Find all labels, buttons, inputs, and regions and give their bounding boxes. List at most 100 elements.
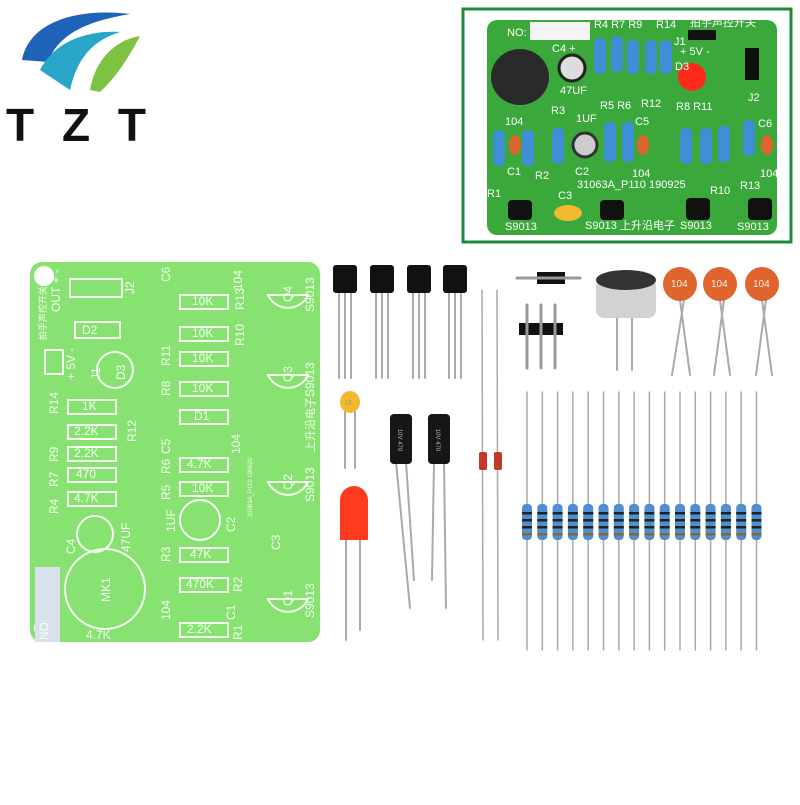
- pcb-q2-type: S9013: [303, 467, 317, 502]
- pcb-out-label: OUT + -: [49, 269, 63, 312]
- pin-headers: [515, 272, 582, 370]
- inset-r10: R10: [710, 185, 730, 197]
- pcb-c2-value: 1UF: [164, 509, 178, 532]
- resistor-band: [583, 512, 594, 515]
- resistor-band: [598, 526, 609, 529]
- pcb-r5-value: 10K: [192, 481, 213, 495]
- inset-r14: R14: [656, 19, 676, 31]
- pcb-c6-value: 104: [231, 270, 245, 290]
- resistor-band: [751, 526, 762, 529]
- pcb-d1-label: D1: [194, 409, 210, 423]
- logo-leaf-green: [90, 36, 140, 92]
- pcb-r6-value: 4.7K: [187, 457, 212, 471]
- inset-c1-value: 104: [505, 116, 523, 128]
- inset-q2-type: S9013: [585, 220, 617, 232]
- resistor-band: [567, 533, 578, 536]
- pcb-r13-ref: R13: [233, 288, 247, 310]
- resistor-band: [720, 512, 731, 515]
- resistor-band: [644, 512, 655, 515]
- inset-c2: C2: [575, 166, 589, 178]
- resistor-band: [675, 526, 685, 529]
- pcb-q1-ref: Q1: [281, 590, 295, 606]
- inset-c2-value: 1UF: [576, 113, 597, 125]
- pcb-c2-ref: C2: [224, 516, 238, 532]
- pcb-c1-ref: C1: [224, 604, 238, 620]
- pcb-j1-ref: J1: [89, 367, 103, 380]
- pcb-c5-ref: C5: [159, 438, 173, 454]
- pcb-r4-value: 4.7K: [86, 628, 111, 642]
- pcb-j2-ref: J2: [123, 281, 137, 294]
- yellow-capacitor: 15: [340, 391, 360, 469]
- inset-c5-value: 104: [632, 168, 650, 180]
- inset-c6: C6: [758, 118, 772, 130]
- resistor-band: [751, 512, 762, 515]
- inset-j2: J2: [748, 92, 760, 104]
- resistor-band: [552, 519, 563, 522]
- pcb-q2-ref: Q2: [281, 474, 295, 490]
- inset-r13: R13: [740, 180, 760, 192]
- pcb-r14-value: 1K: [82, 399, 97, 413]
- resistor-band: [720, 526, 731, 529]
- resistor-band: [552, 512, 563, 515]
- electrolytic-capacitors: [395, 461, 447, 609]
- pcb-r4-ref: R4: [47, 498, 61, 514]
- resistor-band: [598, 512, 609, 515]
- resistor-band: [705, 519, 716, 522]
- pcb-left-resistors: [67, 399, 117, 507]
- inset-c4: C4 +: [552, 43, 576, 55]
- loose-resistors: [522, 391, 762, 651]
- inset-d3: D3: [675, 61, 689, 73]
- resistor-band: [659, 512, 670, 515]
- resistor-band: [644, 519, 655, 522]
- pcb-maker-cn: 上升沿电子: [304, 397, 317, 452]
- resistor-band: [583, 519, 594, 522]
- inset-maker-cn: 上升沿电子: [620, 219, 675, 232]
- inset-power: + 5V -: [680, 46, 710, 58]
- resistor-band: [751, 533, 762, 536]
- electrolytic-2-label: 10V 470: [434, 429, 440, 452]
- pcb-r11-value: 10K: [192, 351, 213, 365]
- resistor-band: [629, 526, 640, 529]
- resistor-band: [522, 526, 532, 529]
- resistor-band: [675, 519, 685, 522]
- red-led: [340, 486, 368, 641]
- resistor-band: [629, 533, 640, 536]
- yellow-cap-label: 15: [345, 401, 352, 407]
- pcb-r12-ref: R12: [125, 420, 139, 442]
- resistor-band: [522, 519, 532, 522]
- resistor-band: [659, 533, 670, 536]
- resistor-band: [736, 519, 747, 522]
- pcb-power-label: + 5V -: [64, 348, 78, 380]
- pcb-r2-value: 470K: [186, 577, 214, 591]
- microphone: [491, 49, 549, 105]
- pcb-r6-ref: R6: [159, 458, 173, 474]
- pcb-c1-value: 104: [159, 600, 173, 620]
- pcb-mk1-label: MK1: [99, 577, 113, 602]
- resistor-band: [613, 512, 624, 515]
- resistor-band: [736, 512, 747, 515]
- pcb-r9-ref: R9: [47, 446, 61, 462]
- resistor-band: [613, 526, 624, 529]
- resistor-band: [613, 519, 624, 522]
- pcb-r8-value: 10K: [192, 381, 213, 395]
- resistor-band: [705, 512, 716, 515]
- pcb-r14-ref: R14: [47, 392, 61, 414]
- inset-q3-type: S9013: [680, 220, 712, 232]
- pcb-title-cn: 拍手声控开关: [37, 286, 48, 340]
- resistor-band: [537, 526, 548, 529]
- pcb-r11-ref: R11: [159, 345, 173, 366]
- resistor-band: [537, 533, 548, 536]
- resistor-band: [522, 533, 532, 536]
- pcb-q1-type: S9013: [303, 583, 317, 618]
- pcb-c4-value: 47UF: [119, 523, 133, 552]
- pcb-r13-value: 10K: [192, 294, 213, 308]
- resistor-band: [583, 533, 594, 536]
- pcb-c6-ref: C6: [159, 266, 173, 282]
- ceramic-cap-1-label: 104: [671, 279, 688, 290]
- resistor-band: [720, 533, 731, 536]
- inset-r4r7r9: R4 R7 R9: [594, 19, 642, 31]
- pcb-c5-value: 104: [229, 434, 243, 454]
- pcb-no-label: NO:: [37, 619, 51, 640]
- resistor-band: [675, 533, 685, 536]
